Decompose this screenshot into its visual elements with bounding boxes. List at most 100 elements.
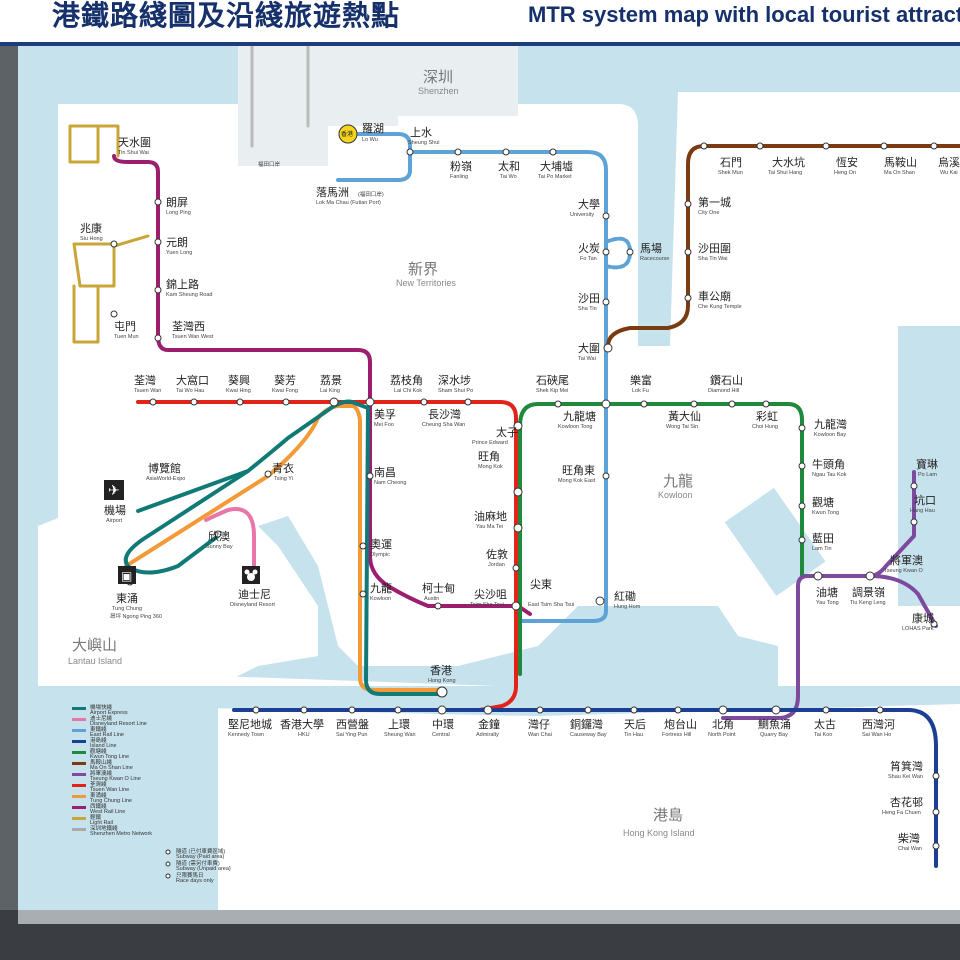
station-dot[interactable] xyxy=(110,310,118,318)
station-sha-tin-wai[interactable]: 沙田圍 xyxy=(698,242,731,255)
station-lam-tin[interactable]: 藍田 xyxy=(812,532,834,545)
station-long-ping[interactable]: 朗屏 xyxy=(166,196,188,209)
station-jordan[interactable]: 佐敦 xyxy=(486,547,508,561)
station-dot[interactable] xyxy=(822,706,830,714)
station-tai-shui-hang[interactable]: 大水坑 xyxy=(772,155,805,169)
station-mong-kok-east[interactable]: 旺角東 xyxy=(562,464,595,477)
station-dot[interactable] xyxy=(437,705,447,715)
station-kwun-tong[interactable]: 觀塘 xyxy=(812,495,834,509)
station-ma-on-shan[interactable]: 馬鞍山 xyxy=(884,155,917,169)
station-dot[interactable] xyxy=(282,398,290,406)
station-dot[interactable] xyxy=(464,398,472,406)
station-asiaworld-expo[interactable]: 博覽館 xyxy=(148,461,181,475)
station-diamond-hill[interactable]: 鑽石山 xyxy=(710,373,743,387)
station-dot[interactable] xyxy=(798,424,806,432)
station-dot[interactable] xyxy=(910,482,918,490)
station-dot[interactable] xyxy=(154,238,162,246)
station-tiu-keng-leng[interactable]: 調景嶺 xyxy=(852,585,885,599)
station-cheung-sha-wan[interactable]: 長沙灣 xyxy=(428,408,461,421)
station-dot[interactable] xyxy=(822,142,830,150)
station-wong-tai-sin[interactable]: 黃大仙 xyxy=(668,409,701,423)
station-hong-kong[interactable]: 香港 xyxy=(430,664,452,677)
station-mong-kok[interactable]: 旺角 xyxy=(478,450,500,463)
station-fo-tan[interactable]: 火炭 xyxy=(578,242,600,255)
station-dot[interactable] xyxy=(602,212,610,220)
station-airport[interactable]: 機場 xyxy=(104,503,126,517)
station-dot[interactable] xyxy=(728,400,736,408)
station-kowloon-bay[interactable]: 九龍灣 xyxy=(814,417,847,431)
station-sai-wan-ho[interactable]: 西灣河 xyxy=(862,718,895,731)
station-dot[interactable] xyxy=(454,148,462,156)
station-dot[interactable] xyxy=(511,601,521,611)
station-choi-hung[interactable]: 彩虹 xyxy=(756,410,778,423)
station-sheung-shui[interactable]: 上水 xyxy=(410,126,432,139)
station-chai-wan[interactable]: 柴灣 xyxy=(898,831,920,845)
station-tai-wai[interactable]: 大圍 xyxy=(578,341,600,355)
station-dot[interactable] xyxy=(154,286,162,294)
station-wan-chai[interactable]: 灣仔 xyxy=(528,718,550,731)
station-tsing-yi[interactable]: 青衣 xyxy=(272,461,294,475)
station-east-tsim-sha-tsui[interactable]: 尖東 xyxy=(530,578,552,591)
station-sheung-wan[interactable]: 上環 xyxy=(388,718,410,731)
station-fortress-hill[interactable]: 炮台山 xyxy=(664,717,697,731)
station-tsuen-wan[interactable]: 荃灣 xyxy=(134,373,156,387)
station-admiralty[interactable]: 金鐘 xyxy=(478,717,500,731)
station-dot[interactable] xyxy=(932,772,940,780)
station-tung-chung[interactable]: 東涌 xyxy=(116,592,138,605)
station-kowloon[interactable]: 九龍 xyxy=(370,581,392,595)
station-lo-wu[interactable]: 羅湖 xyxy=(362,122,384,135)
station-dot[interactable] xyxy=(420,398,428,406)
station-dot[interactable] xyxy=(512,564,520,572)
station-dot[interactable] xyxy=(110,240,118,248)
station-dot[interactable] xyxy=(264,470,272,478)
station-dot[interactable] xyxy=(718,705,728,715)
station-dot[interactable] xyxy=(602,248,610,256)
station-siu-hong[interactable]: 兆康 xyxy=(80,221,102,235)
station-tai-koo[interactable]: 太古 xyxy=(814,718,836,731)
station-yuen-long[interactable]: 元朗 xyxy=(166,236,188,249)
station-tai-wo[interactable]: 太和 xyxy=(498,160,520,173)
station-tin-hau[interactable]: 天后 xyxy=(624,718,646,731)
station-sai-ying-pun[interactable]: 西營盤 xyxy=(336,718,369,731)
station-dot[interactable] xyxy=(365,397,375,407)
station-dot[interactable] xyxy=(584,706,592,714)
station-dot[interactable] xyxy=(513,487,523,497)
station-kam-sheung-road[interactable]: 錦上路 xyxy=(166,277,199,291)
station-dot[interactable] xyxy=(798,462,806,470)
station-dot[interactable] xyxy=(236,398,244,406)
station-dot[interactable] xyxy=(329,397,339,407)
station-lok-fu[interactable]: 樂富 xyxy=(630,373,652,387)
station-austin[interactable]: 柯士甸 xyxy=(422,582,455,595)
station-dot[interactable] xyxy=(603,343,613,353)
station-hung-hom[interactable]: 紅磡 xyxy=(614,590,636,603)
station-tai-wo-hau[interactable]: 大窩口 xyxy=(176,373,209,387)
station-dot[interactable] xyxy=(366,472,374,480)
station-dot[interactable] xyxy=(252,706,260,714)
station-causeway-bay[interactable]: 銅鑼灣 xyxy=(570,717,603,731)
station-dot[interactable] xyxy=(190,398,198,406)
station-dot[interactable] xyxy=(214,530,222,538)
station-dot[interactable] xyxy=(300,706,308,714)
station-dot[interactable] xyxy=(630,706,638,714)
station-prince-edward[interactable]: 太子 xyxy=(496,426,518,439)
station-dot[interactable] xyxy=(394,706,402,714)
station-kowloon-tong[interactable]: 九龍塘 xyxy=(563,409,596,423)
station-tsim-sha-tsui[interactable]: 尖沙咀 xyxy=(474,588,507,601)
station-kennedy-town[interactable]: 堅尼地城 xyxy=(228,718,272,731)
station-dot[interactable] xyxy=(876,706,884,714)
station-city-one[interactable]: 第一城 xyxy=(698,195,731,209)
station-hku[interactable]: 香港大學 xyxy=(280,717,324,731)
station-fanling[interactable]: 粉嶺 xyxy=(450,160,472,173)
station-dot[interactable] xyxy=(554,400,562,408)
station-dot[interactable] xyxy=(880,142,888,150)
station-dot[interactable] xyxy=(930,142,938,150)
station-dot[interactable] xyxy=(684,248,692,256)
station-dot[interactable] xyxy=(865,571,875,581)
station-north-point[interactable]: 北角 xyxy=(712,718,734,731)
station-dot[interactable] xyxy=(700,142,708,150)
station-central[interactable]: 中環 xyxy=(432,718,454,731)
station-quarry-bay[interactable]: 鰂魚涌 xyxy=(758,717,791,731)
station-nam-cheong[interactable]: 南昌 xyxy=(374,466,396,479)
station-tuen-mun[interactable]: 屯門 xyxy=(114,320,136,333)
station-dot[interactable] xyxy=(536,706,544,714)
